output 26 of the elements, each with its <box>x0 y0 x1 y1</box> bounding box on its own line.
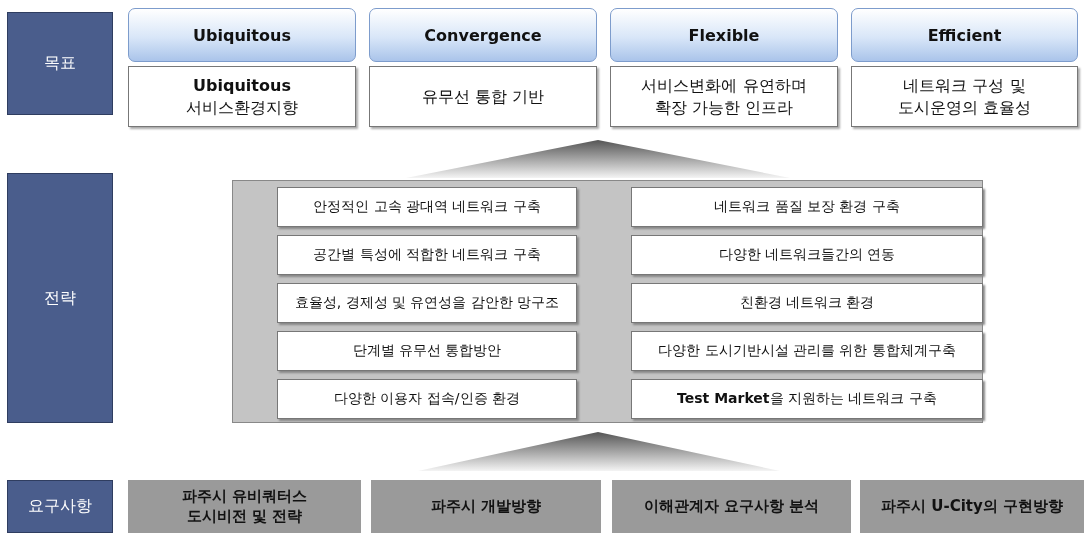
requirement-box: 파주시 개발방향 <box>371 480 601 533</box>
strategy-panel <box>232 180 983 423</box>
goal-box: 서비스변화에 유연하며 확장 가능한 인프라 <box>610 66 838 127</box>
strategy-box: 효율성, 경제성 및 유연성을 감안한 망구조 <box>277 283 577 323</box>
strategy-box: 친환경 네트워크 환경 <box>631 283 983 323</box>
goal-header: Convergence <box>369 8 597 62</box>
requirement-box: 이해관계자 요구사항 분석 <box>612 480 851 533</box>
goal-box: 유무선 통합 기반 <box>369 66 597 127</box>
goal-header: Efficient <box>851 8 1078 62</box>
goal-header: Ubiquitous <box>128 8 356 62</box>
band-label: 요구사항 <box>7 480 113 533</box>
goal-header: Flexible <box>610 8 838 62</box>
requirement-box: 파주시 U-City의 구현방향 <box>860 480 1084 533</box>
strategy-box: 다양한 이용자 접속/인증 환경 <box>277 379 577 419</box>
requirement-box: 파주시 유비쿼터스 도시비전 및 전략 <box>128 480 361 533</box>
goal-box: Ubiquitous 서비스환경지향 <box>128 66 356 127</box>
strategy-box: Test Market을 지원하는 네트워크 구축 <box>631 379 983 419</box>
strategy-box: 단계별 유무선 통합방안 <box>277 331 577 371</box>
band-label: 전략 <box>7 173 113 423</box>
strategy-box: 공간별 특성에 적합한 네트워크 구축 <box>277 235 577 275</box>
strategy-box: 네트워크 품질 보장 환경 구축 <box>631 187 983 227</box>
strategy-box: 안정적인 고속 광대역 네트워크 구축 <box>277 187 577 227</box>
goal-box: 네트워크 구성 및 도시운영의 효율성 <box>851 66 1078 127</box>
band-label: 목표 <box>7 12 113 115</box>
strategy-box: 다양한 네트워크들간의 연동 <box>631 235 983 275</box>
strategy-box: 다양한 도시기반시설 관리를 위한 통합체계구축 <box>631 331 983 371</box>
